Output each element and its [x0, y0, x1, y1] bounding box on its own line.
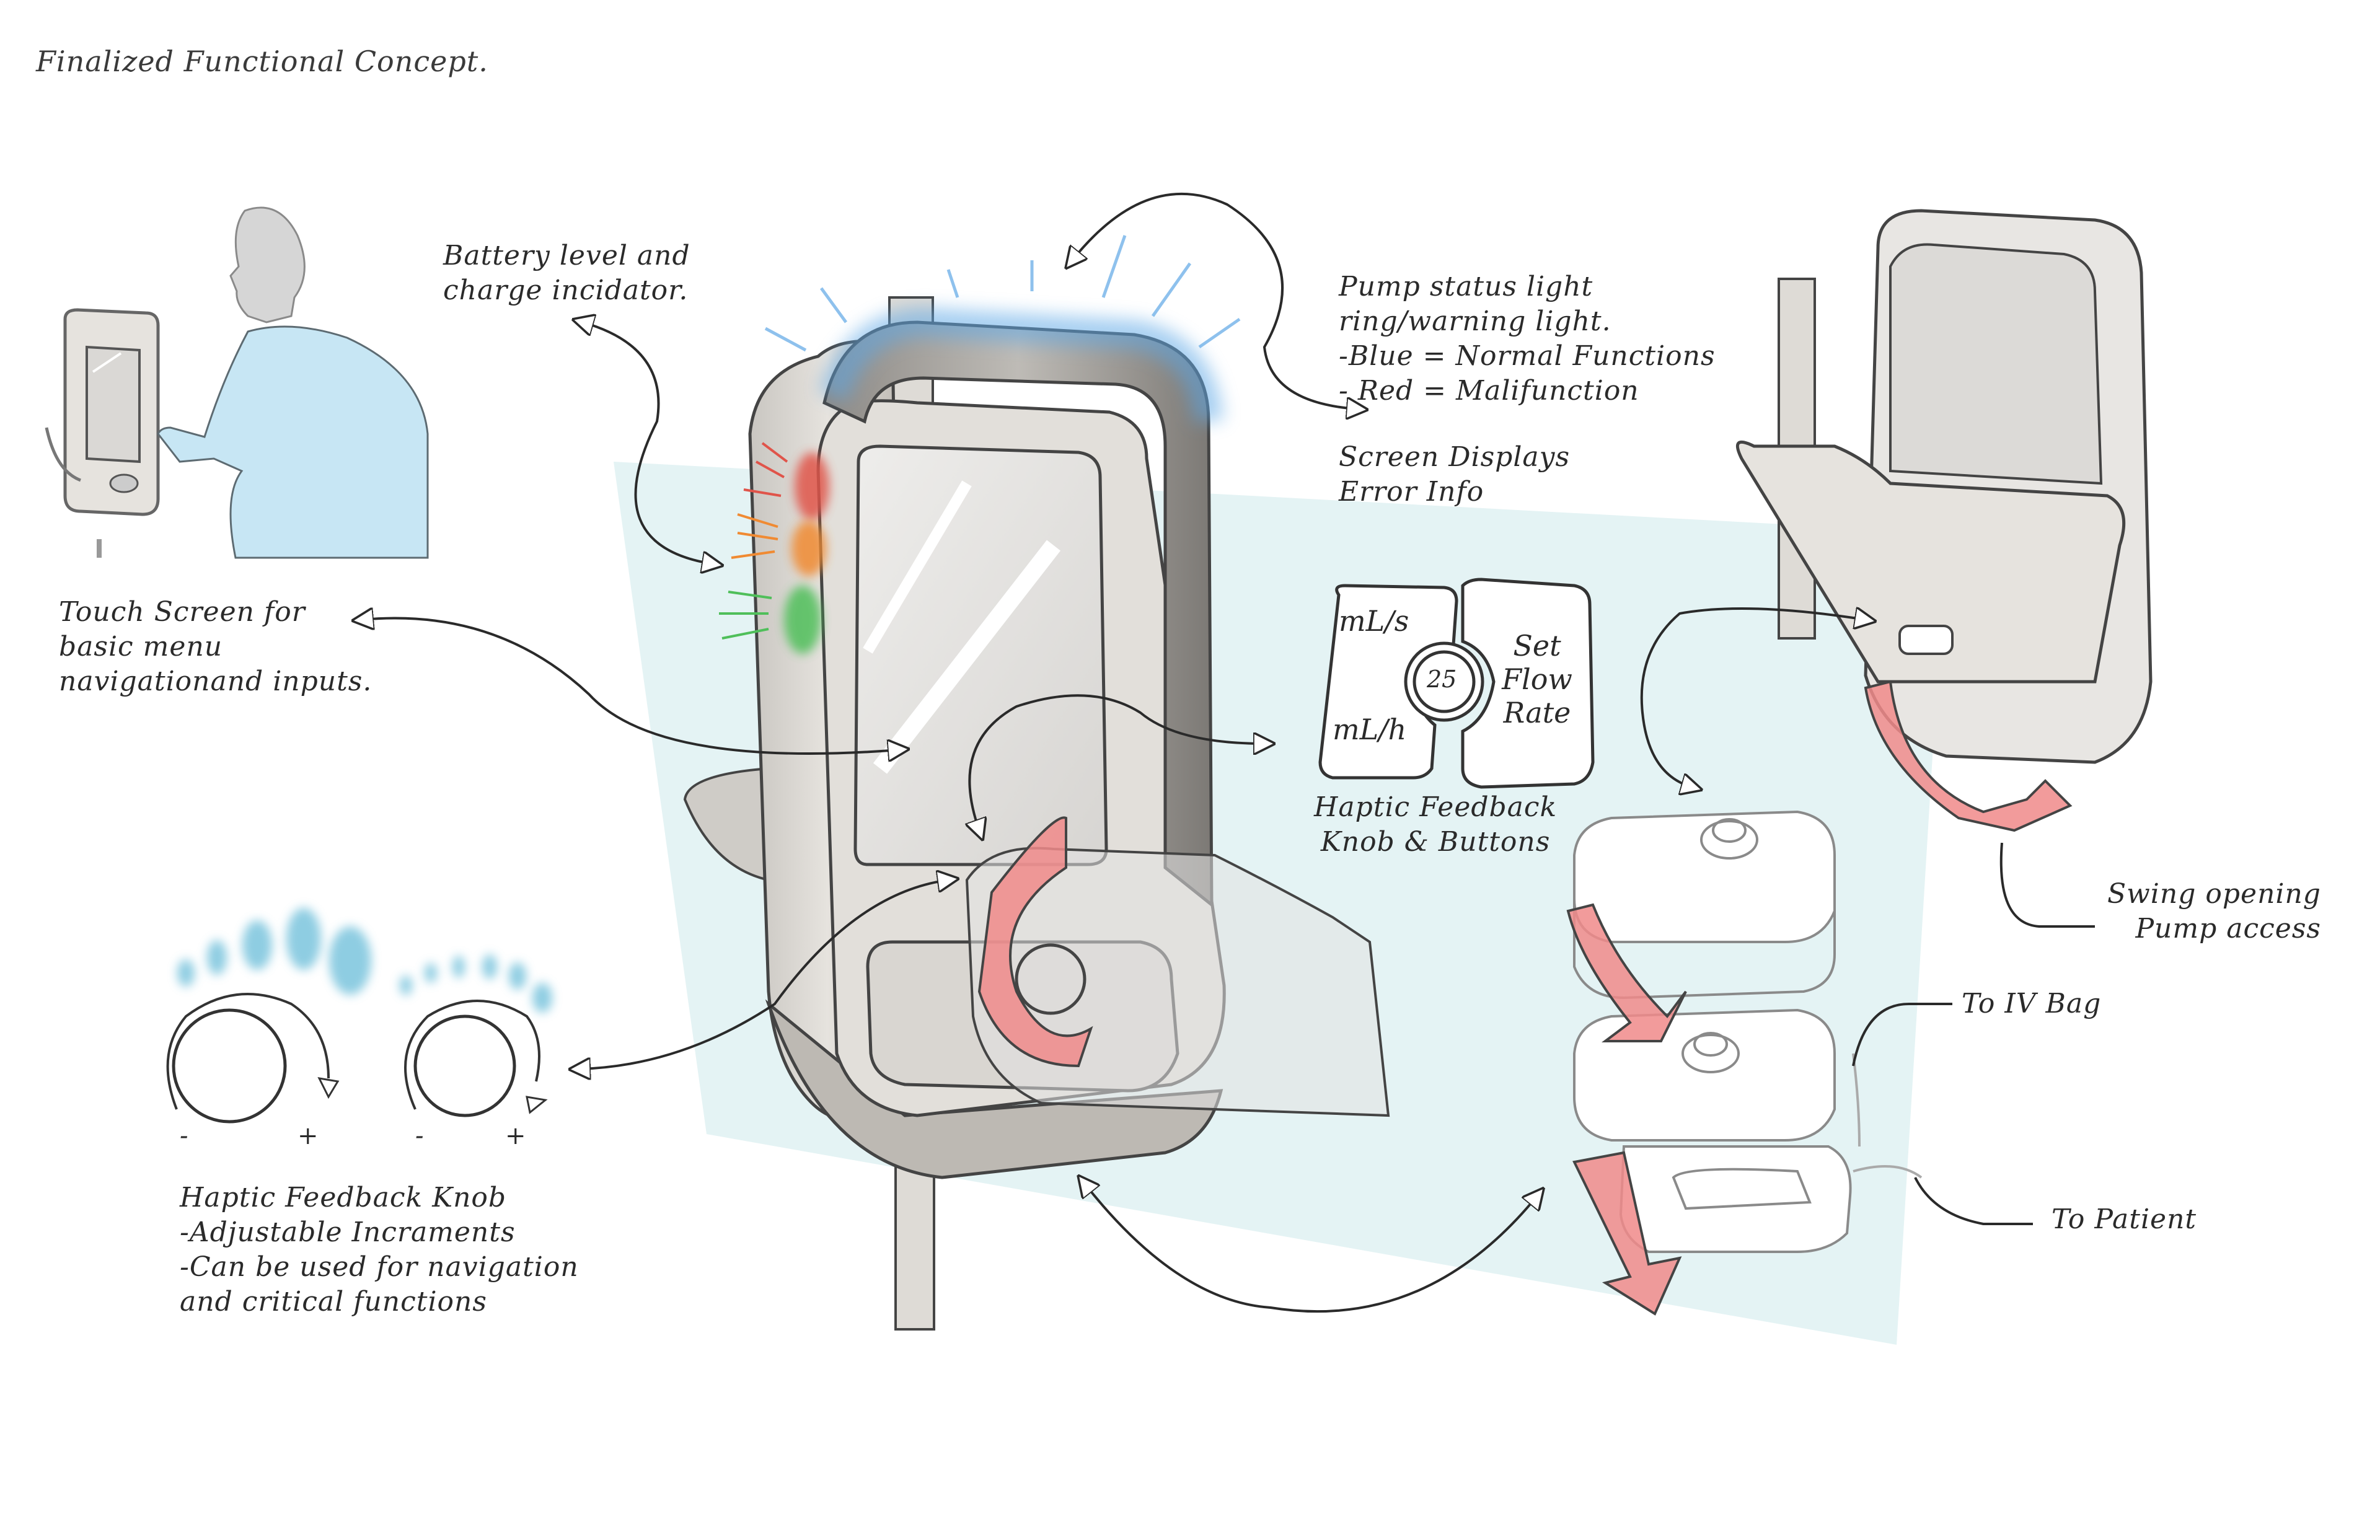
haptic-knob-note: Haptic Feedback Knob -Adjustable Incrame… [180, 1181, 579, 1319]
swing-pump-device [1735, 209, 2153, 832]
panel-right-line: Flow [1502, 662, 1572, 696]
screen-errors-note: Screen Displays Error Info [1339, 440, 1570, 509]
swing-note: Swing opening Pump access [2107, 877, 2321, 946]
touch-note-line: basic menu [59, 631, 223, 662]
status-note-line: Pump status light [1339, 271, 1593, 302]
screen-note-line: Error Info [1339, 476, 1484, 508]
panel-label-mls: mL/s [1339, 604, 1409, 638]
panel-set-flow-rate: Set Flow Rate [1500, 629, 1574, 729]
panel-right-line: Rate [1503, 696, 1571, 729]
haptic-knobs [166, 908, 552, 1124]
haptic-knob-line: Haptic Feedback Knob [180, 1182, 507, 1213]
cartridge-arrow-2 [1572, 1151, 1682, 1316]
cartridge-sketch [1573, 810, 1923, 1253]
control-panel-drawing [1318, 578, 1595, 789]
haptic-buttons-line: Knob & Buttons [1320, 826, 1551, 858]
battery-note: Battery level and charge incidator. [443, 239, 690, 308]
battery-note-line: Battery level and [443, 240, 690, 271]
knob-plus-2: + [505, 1122, 527, 1150]
screen-note-line: Screen Displays [1339, 441, 1571, 473]
status-note-line: ring/warning light. [1339, 306, 1611, 337]
cartridge-arrow-1 [1566, 903, 1687, 1042]
haptic-buttons-line: Haptic Feedback [1314, 791, 1558, 823]
leader-lines [363, 192, 2095, 1313]
touch-note-line: navigationand inputs. [59, 666, 372, 697]
swing-arrow [1864, 680, 2073, 832]
panel-label-mlh: mL/h [1333, 713, 1407, 746]
swing-note-line: Pump access [2135, 913, 2321, 944]
haptic-knob-line: -Adjustable Incraments [180, 1217, 516, 1248]
knob-minus-2: - [415, 1122, 425, 1150]
touch-note-line: Touch Screen for [59, 596, 306, 628]
haptic-buttons-note: Haptic Feedback Knob & Buttons [1314, 790, 1557, 860]
knob-minus-1: - [180, 1122, 189, 1150]
knob-plus-1: + [298, 1122, 319, 1150]
iv-bag-note: To IV Bag [1962, 988, 2102, 1019]
swing-note-line: Swing opening [2107, 878, 2321, 910]
status-note-line: -Blue = Normal Functions [1339, 340, 1716, 372]
haptic-knob-line: and critical functions [180, 1286, 487, 1318]
panel-right-line: Set [1513, 629, 1561, 662]
panel-knob-value: 25 [1427, 666, 1457, 693]
touch-screen-note: Touch Screen for basic menu navigationan… [59, 595, 372, 699]
haptic-knob-line: -Can be used for navigation [180, 1251, 579, 1283]
status-note-line: - Red = Malifunction [1339, 375, 1639, 407]
patient-note: To Patient [2052, 1203, 2197, 1235]
status-light-note: Pump status light ring/warning light. -B… [1339, 270, 1716, 408]
touch-screen [853, 444, 1108, 866]
page-title: Finalized Functional Concept. [36, 45, 488, 78]
user-illustration [45, 206, 429, 559]
battery-note-line: charge incidator. [443, 275, 689, 306]
